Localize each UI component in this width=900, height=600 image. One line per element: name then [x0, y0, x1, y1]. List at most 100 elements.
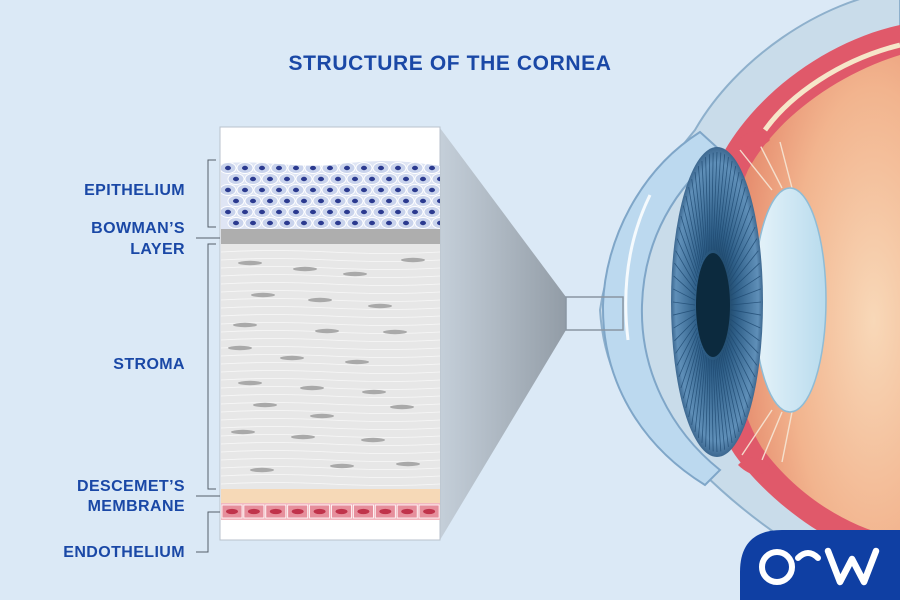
ciliary-upper [738, 131, 770, 149]
epithelium-cell [363, 173, 381, 185]
epithelium-cell [363, 217, 381, 229]
epithelium-cell [221, 206, 237, 218]
cornea-dome [601, 130, 724, 487]
endothelium-layer [221, 503, 440, 520]
epithelium-cell [295, 195, 313, 207]
keratocyte [233, 322, 257, 328]
epithelium-cell [312, 195, 330, 207]
epithelium-cell [355, 162, 373, 174]
eye-illustration [598, 0, 900, 597]
keratocyte [343, 271, 367, 277]
epithelium-cell [414, 173, 432, 185]
epithelium-cell [227, 195, 245, 207]
keratocyte [238, 380, 262, 386]
epithelium-cell [372, 184, 390, 196]
epithelium-cell [389, 162, 407, 174]
keratocyte [362, 389, 386, 395]
keratocyte [291, 434, 315, 440]
epithelium-cell [380, 173, 398, 185]
epithelium-cell [270, 206, 288, 218]
logo-badge [740, 530, 900, 600]
keratocyte [308, 297, 332, 303]
epithelium-layer [221, 160, 440, 230]
epithelium-cell [270, 184, 288, 196]
retina-band [762, 42, 900, 132]
endothelium-cell [352, 504, 374, 519]
epithelium-cell [253, 162, 271, 174]
epithelium-cell [227, 173, 245, 185]
epithelium-cell [414, 217, 432, 229]
epithelium-cell [372, 206, 390, 218]
keratocyte [280, 355, 304, 361]
epithelium-cell [329, 217, 347, 229]
keratocyte [251, 292, 275, 298]
cornea-highlight [624, 194, 652, 341]
epithelium-cell [253, 184, 271, 196]
epithelium-cell [295, 173, 313, 185]
epithelium-cell [406, 184, 424, 196]
epithelium-cell [397, 217, 415, 229]
endothelium-cell [418, 504, 440, 519]
bracket-stroma [207, 243, 216, 490]
epithelium-cell [261, 173, 279, 185]
label-epithelium: EPITHELIUM [84, 182, 185, 199]
endothelium-cell [396, 504, 418, 519]
epithelium-cell [221, 162, 237, 174]
label-descemet-line2: MEMBRANE [87, 498, 185, 515]
logo-c [795, 550, 821, 561]
epithelium-cell [236, 206, 254, 218]
epithelium-cell [423, 206, 440, 218]
epithelium-cell [355, 184, 373, 196]
epithelium-cell [380, 217, 398, 229]
epithelium-cell [372, 162, 390, 174]
endothelium-cell [331, 504, 352, 519]
epithelium-cell [414, 195, 432, 207]
diagram-title: STRUCTURE OF THE CORNEA [288, 52, 612, 75]
keratocyte [238, 260, 262, 266]
epithelium-cell [431, 173, 440, 185]
label-bowman-line1: BOWMAN’S [91, 220, 185, 237]
epithelium-cell [338, 162, 356, 174]
epithelium-cell [338, 184, 356, 196]
bowman-layer [221, 229, 440, 244]
bracket-endothelium [196, 511, 220, 553]
stroma-layer [220, 244, 441, 489]
keratocyte [250, 467, 274, 473]
epithelium-cell [321, 206, 339, 218]
pupil [696, 253, 730, 357]
keratocyte [300, 385, 324, 391]
epithelium-cell [380, 195, 398, 207]
endothelium-cell [309, 504, 331, 519]
epithelium-cell [227, 217, 245, 229]
epithelium-cell [278, 195, 296, 207]
endothelium-cell [243, 504, 265, 519]
keratocyte [231, 429, 255, 435]
logo-o [759, 549, 795, 585]
epithelium-cell [397, 173, 415, 185]
epithelium-cell [406, 206, 424, 218]
epithelium-cell [270, 162, 288, 174]
endothelium-cell [287, 504, 309, 519]
epithelium-cell [338, 206, 356, 218]
epithelium-cell [389, 184, 407, 196]
keratocyte [368, 303, 392, 309]
epithelium-cell [346, 217, 364, 229]
epithelium-cell [346, 173, 364, 185]
epithelium-cell [329, 195, 347, 207]
epithelium-cell [312, 217, 330, 229]
epithelium-cell [304, 184, 322, 196]
epithelium-cell [389, 206, 407, 218]
keratocyte [345, 359, 369, 365]
epithelium-cell [278, 217, 296, 229]
epithelium-cell [431, 195, 440, 207]
epithelium-cell [236, 184, 254, 196]
keratocyte [396, 461, 420, 467]
epithelium-cell [253, 206, 271, 218]
epithelium-cell [236, 162, 254, 174]
keratocyte [330, 463, 354, 469]
epithelium-cell [304, 206, 322, 218]
epithelium-cell [431, 217, 440, 229]
bracket-epithelium [207, 159, 216, 228]
logo-w [824, 547, 880, 586]
